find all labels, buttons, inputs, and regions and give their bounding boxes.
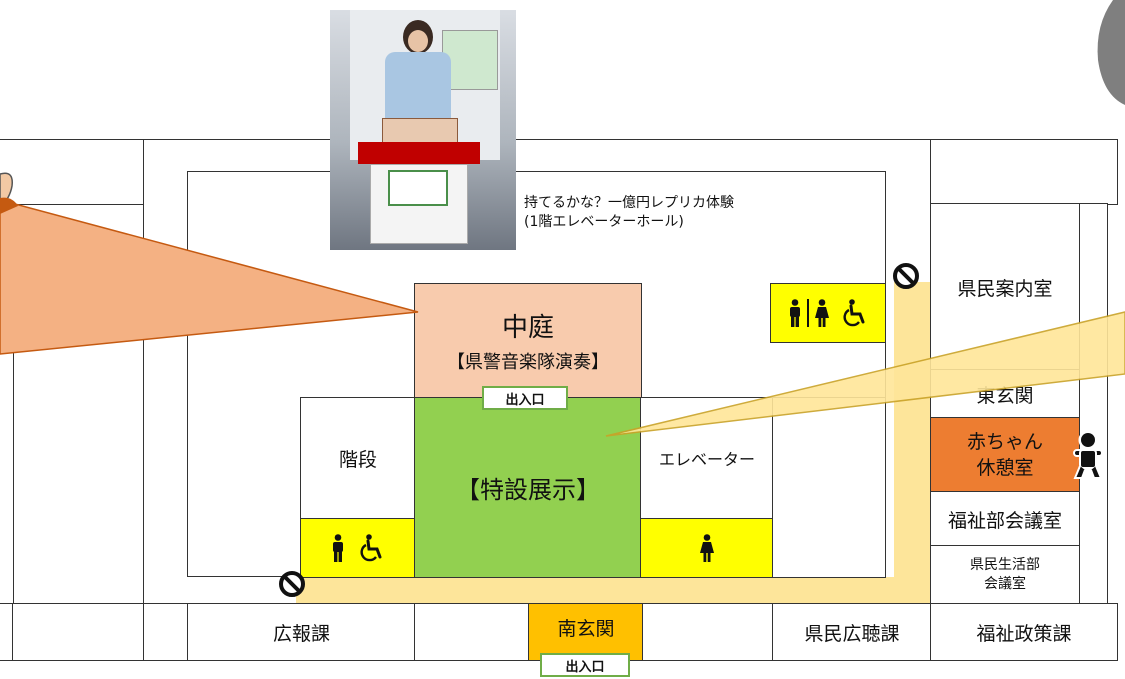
restroom-men bbox=[300, 518, 416, 578]
corridor-vertical bbox=[894, 282, 930, 604]
life-meeting-line1: 県民生活部 bbox=[970, 557, 1040, 573]
welfare-meeting-label: 福祉部会議室 bbox=[947, 509, 1062, 532]
public-hearing-label: 県民広聴課 bbox=[804, 622, 900, 645]
man-icon bbox=[790, 299, 800, 327]
special-exhibit: 【特設展示】 bbox=[414, 397, 642, 578]
welfare-policy-room: 福祉政策課 bbox=[930, 603, 1118, 661]
man-icon bbox=[333, 534, 343, 562]
elevator-label: エレベーター bbox=[658, 450, 755, 469]
right-inner-column bbox=[772, 397, 886, 578]
callout-yellow bbox=[605, 311, 1125, 437]
courtyard-entrance-label: 出入口 bbox=[482, 386, 568, 410]
wheelchair-icon bbox=[360, 534, 382, 562]
baby-icon bbox=[1073, 430, 1103, 479]
mascot-icon bbox=[0, 172, 18, 214]
photo-caption: 持てるかな？一億円レプリカ体験 (1階エレベーターホール) bbox=[524, 194, 734, 232]
courtyard: 中庭 【県警音楽隊演奏】 bbox=[414, 283, 642, 399]
pr-section-label: 広報課 bbox=[272, 622, 330, 645]
bottom-room-2 bbox=[12, 603, 145, 661]
public-hearing-room: 県民広聴課 bbox=[772, 603, 932, 661]
photo-caption-line2: (1階エレベーターホール) bbox=[524, 214, 684, 230]
replica-photo bbox=[330, 10, 516, 250]
south-entrance-label: 南玄関 bbox=[557, 617, 615, 640]
welfare-policy-label: 福祉政策課 bbox=[976, 622, 1072, 645]
photo-person-face bbox=[408, 30, 428, 52]
right-wing bbox=[1078, 203, 1108, 605]
photo-stand-top bbox=[358, 142, 480, 164]
welfare-meeting-room: 福祉部会議室 bbox=[930, 491, 1080, 547]
info-room-label: 県民案内室 bbox=[957, 277, 1053, 300]
callout-orange bbox=[0, 199, 419, 355]
restroom-women bbox=[640, 518, 774, 578]
wheelchair-icon bbox=[843, 299, 865, 327]
bottom-room-3 bbox=[143, 603, 189, 661]
bottom-room-7 bbox=[642, 603, 774, 661]
photo-person-body bbox=[385, 52, 451, 122]
restroom-divider bbox=[807, 299, 809, 327]
partial-object-decoration bbox=[1097, 0, 1125, 105]
woman-icon bbox=[700, 534, 714, 562]
stairs-label: 階段 bbox=[338, 448, 377, 471]
courtyard-subtitle: 【県警音楽隊演奏】 bbox=[447, 352, 609, 373]
corridor-horizontal bbox=[296, 577, 930, 604]
baby-room-line1: 赤ちゃん bbox=[966, 431, 1043, 453]
no-entry-icon bbox=[893, 263, 919, 289]
photo-money-tray bbox=[382, 118, 458, 144]
life-meeting-room: 県民生活部 会議室 bbox=[930, 545, 1080, 605]
photo-sign bbox=[388, 170, 448, 206]
baby-room-line2: 休憩室 bbox=[976, 457, 1034, 479]
courtyard-title: 中庭 bbox=[501, 313, 554, 343]
life-meeting-line2: 会議室 bbox=[984, 576, 1026, 592]
top-left-room bbox=[0, 139, 145, 205]
restroom-all bbox=[770, 283, 886, 343]
top-right-room bbox=[930, 139, 1118, 205]
pr-section-room: 広報課 bbox=[187, 603, 416, 661]
photo-poster bbox=[442, 30, 498, 90]
no-entry-icon bbox=[279, 571, 305, 597]
photo-caption-line1: 持てるかな？一億円レプリカ体験 bbox=[524, 195, 734, 211]
woman-icon bbox=[815, 299, 829, 327]
bottom-room-5 bbox=[414, 603, 530, 661]
south-entrance-entry-label: 出入口 bbox=[540, 653, 630, 677]
special-exhibit-label: 【特設展示】 bbox=[456, 476, 600, 504]
